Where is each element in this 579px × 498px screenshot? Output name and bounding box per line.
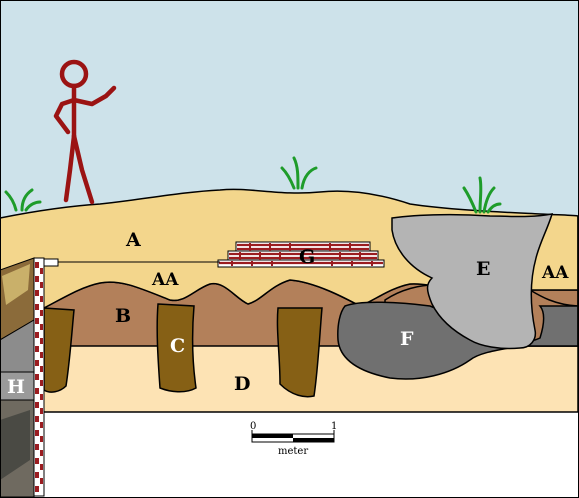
post-c-2 <box>156 303 197 393</box>
label-e: E <box>476 258 490 280</box>
scale-end-label: 1 <box>331 421 337 432</box>
post-c-3 <box>276 307 323 398</box>
label-h: H <box>7 376 25 398</box>
label-c: C <box>170 335 185 357</box>
stick-figure <box>53 59 117 205</box>
post-c-1 <box>43 307 75 393</box>
grass-tuft-center <box>280 156 318 190</box>
grass-tuft-right <box>462 176 502 214</box>
scale-start-label: 0 <box>250 421 256 432</box>
scale-bar: 0 1 meter <box>250 421 337 457</box>
label-g: G <box>299 246 315 268</box>
scale-unit-label: meter <box>278 446 308 457</box>
profile-h-bottom-dark <box>0 410 30 480</box>
grass-tuft-left <box>4 188 42 212</box>
label-b: B <box>115 305 131 327</box>
feature-e <box>391 213 554 350</box>
label-f: F <box>400 328 414 350</box>
label-a: A <box>125 229 141 251</box>
label-aa-left: AA <box>151 270 179 290</box>
label-d: D <box>234 373 250 395</box>
measuring-rod <box>33 257 45 497</box>
bricks-g <box>217 241 385 268</box>
profile-h-light <box>2 264 30 305</box>
label-aa-right: AA <box>541 263 569 283</box>
